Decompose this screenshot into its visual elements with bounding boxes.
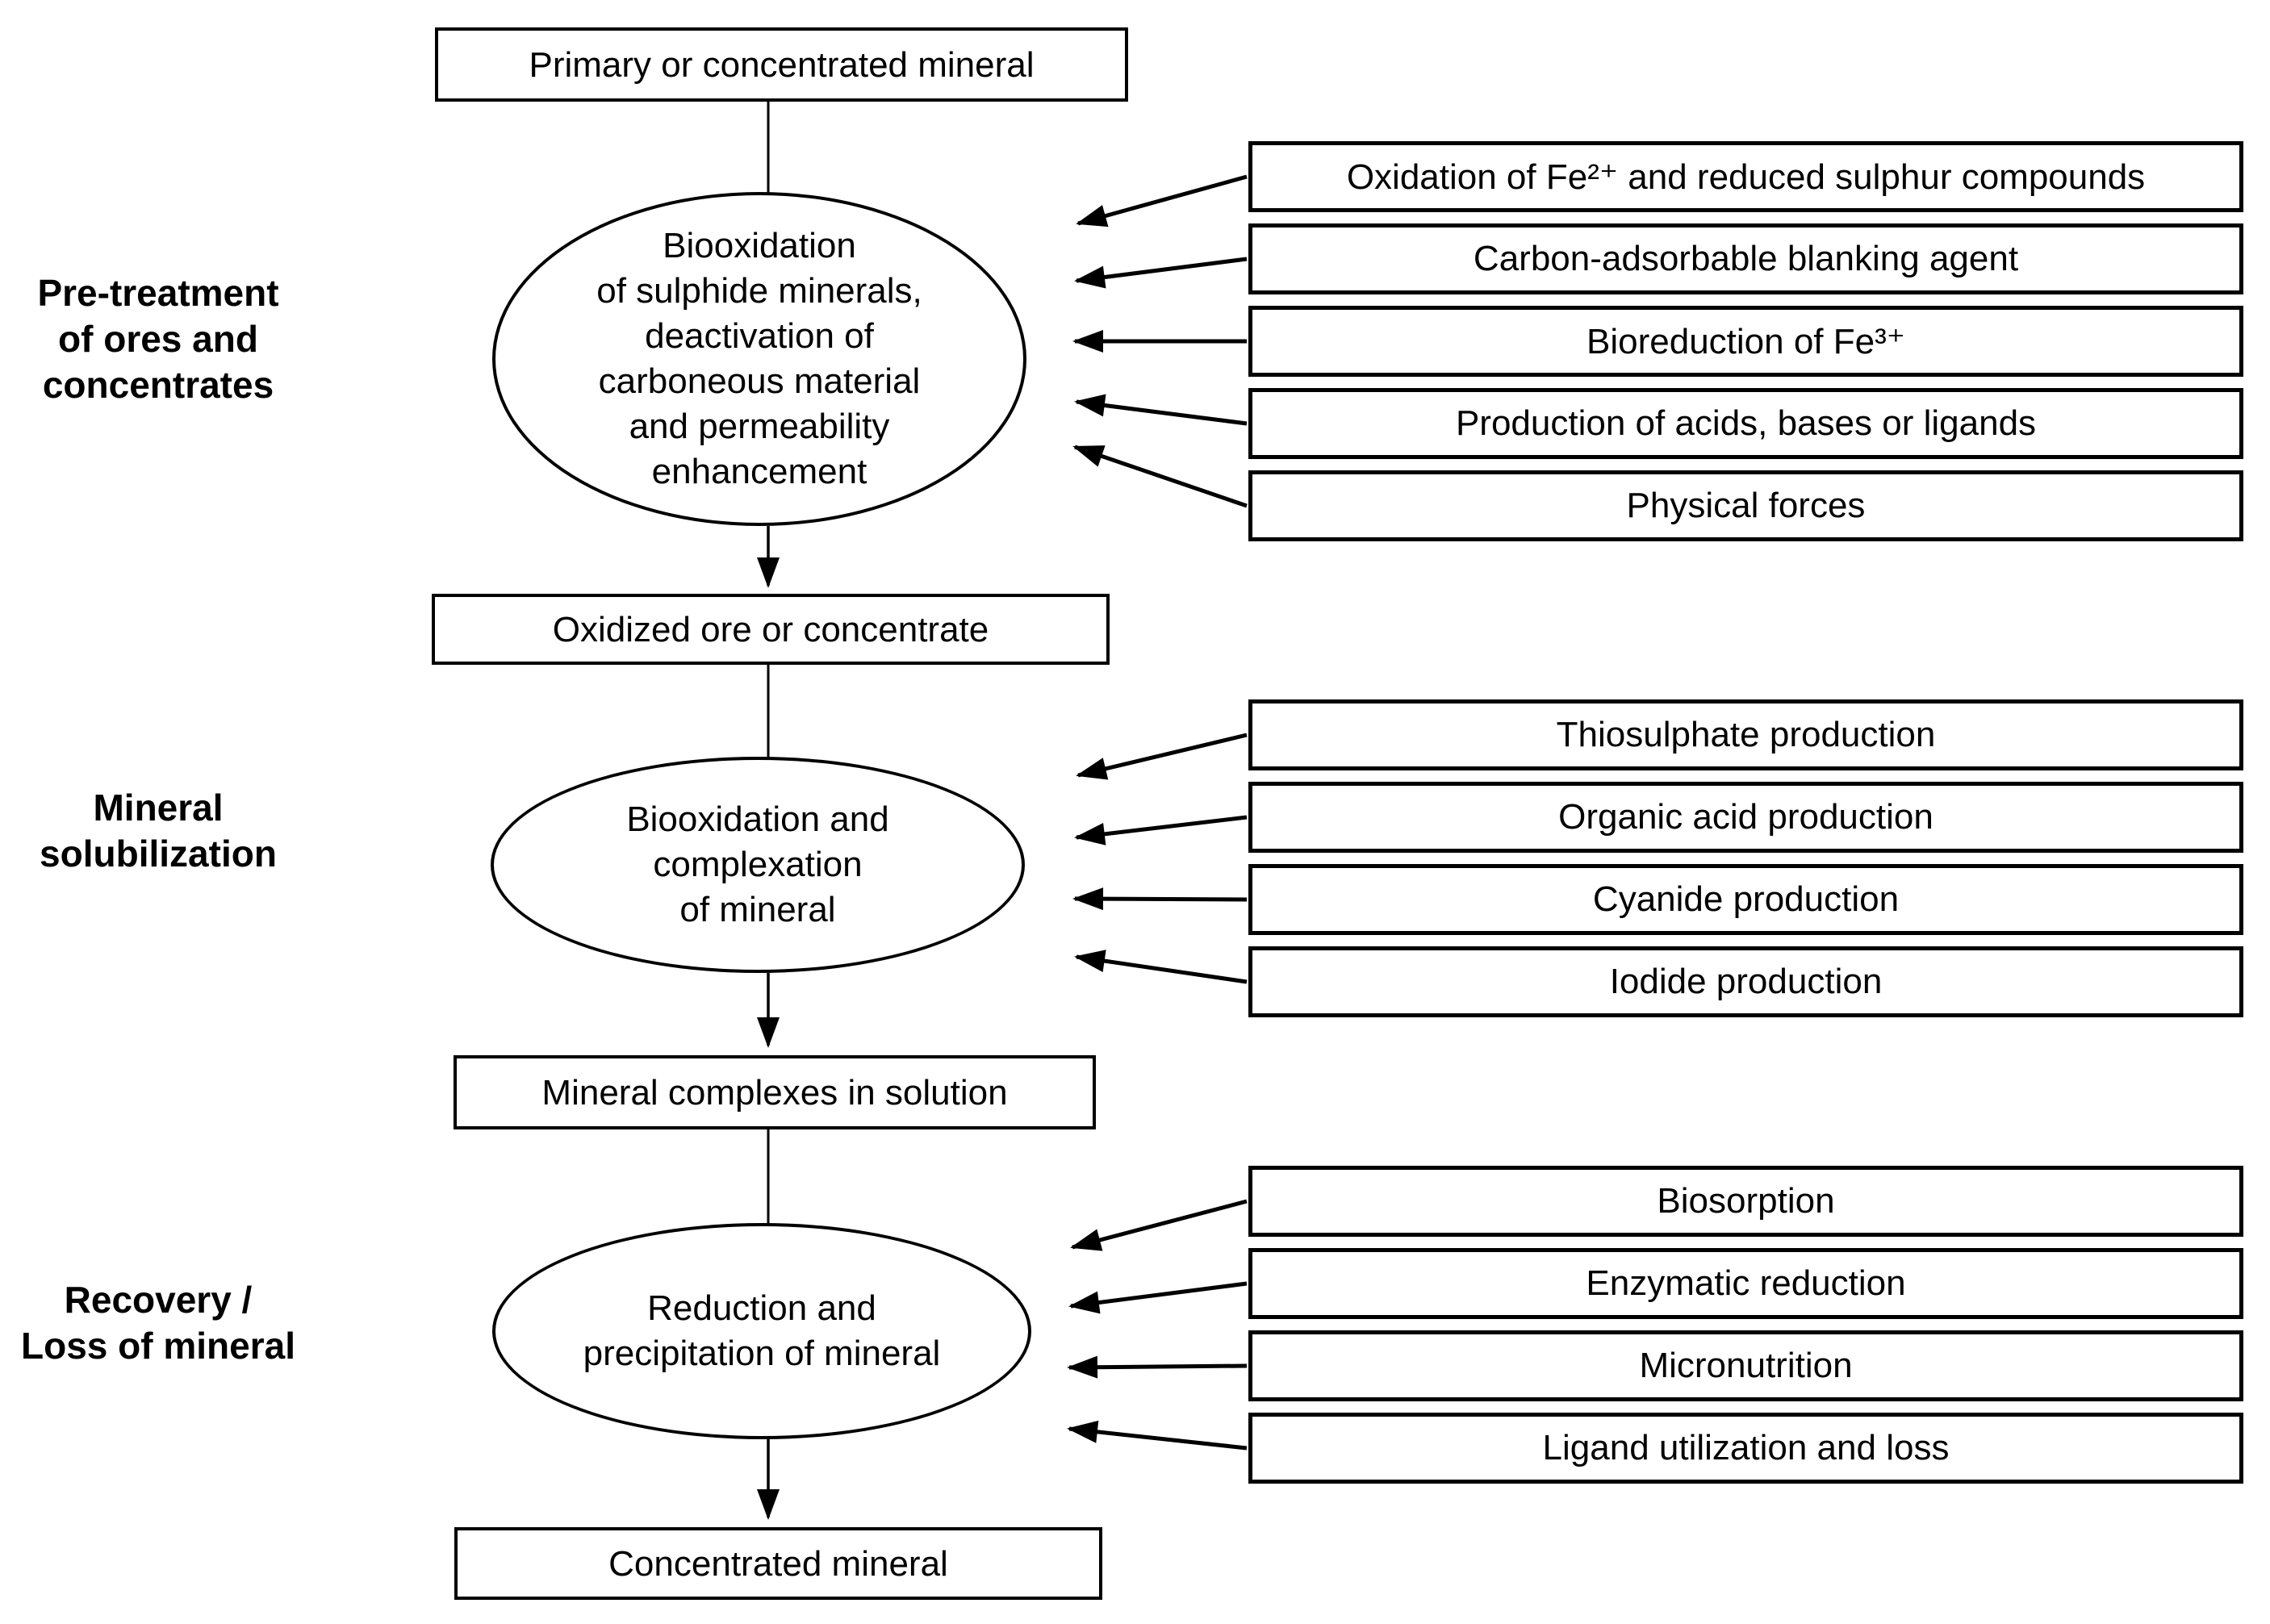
mech-arrow-enzymatic-reduction [1068,1281,1248,1314]
mech-arrow-iodide [1074,950,1248,984]
mechanism-box-bioreduction-fe3: Bioreduction of Fe³⁺ [1248,306,2243,377]
mech-arrow-cyanide [1072,887,1248,911]
node-mineral-complexes-box: Mineral complexes in solution [454,1055,1096,1129]
mechanism-box-physical-forces: Physical forces [1248,470,2243,541]
node-biooxidation-ellipse: Biooxidation of sulphide minerals, deact… [492,192,1026,526]
mechanism-box-biosorption: Biosorption [1248,1166,2243,1237]
stage-label-pretreatment: Pre-treatment of ores and concentrates [37,272,279,407]
node-concentrated-mineral-box: Concentrated mineral [454,1527,1102,1600]
mech-arrow-physical-forces [1072,445,1248,508]
mechanism-box-organic-acid: Organic acid production [1248,782,2243,853]
node-complexation-ellipse: Biooxidation and complexation of mineral [491,757,1025,973]
mechanism-box-micronutrition: Micronutrition [1248,1330,2243,1401]
mech-arrow-organic-acid [1074,815,1248,845]
node-primary-mineral-box: Primary or concentrated mineral [435,27,1128,102]
mech-arrow-thiosulphate [1076,733,1248,780]
mech-arrow-oxidation-fe2 [1076,174,1248,228]
mech-arrow-ligand-utilization [1067,1420,1248,1451]
mechanism-box-oxidation-fe2: Oxidation of Fe²⁺ and reduced sulphur co… [1248,141,2243,212]
mechanism-box-enzymatic-reduction: Enzymatic reduction [1248,1248,2243,1319]
stage-label-recovery: Recovery / Loss of mineral [21,1279,295,1367]
mech-arrow-acids-bases-ligands [1074,394,1248,426]
mechanism-box-thiosulphate: Thiosulphate production [1248,699,2243,770]
mech-arrow-biosorption [1070,1199,1248,1251]
stage-label-solubilization: Mineral solubilization [40,787,277,875]
mech-arrow-micronutrition [1067,1355,1248,1379]
mechanism-box-ligand-utilization: Ligand utilization and loss [1248,1413,2243,1484]
node-oxidized-ore-box: Oxidized ore or concentrate [432,594,1110,665]
node-reduction-ellipse: Reduction and precipitation of mineral [492,1223,1031,1439]
mechanism-box-acids-bases-ligands: Production of acids, bases or ligands [1248,388,2243,459]
mechanism-box-carbon-blanking: Carbon-adsorbable blanking agent [1248,223,2243,294]
mech-arrow-carbon-blanking [1074,257,1248,289]
mechanism-box-cyanide: Cyanide production [1248,864,2243,935]
mechanism-box-iodide: Iodide production [1248,946,2243,1017]
